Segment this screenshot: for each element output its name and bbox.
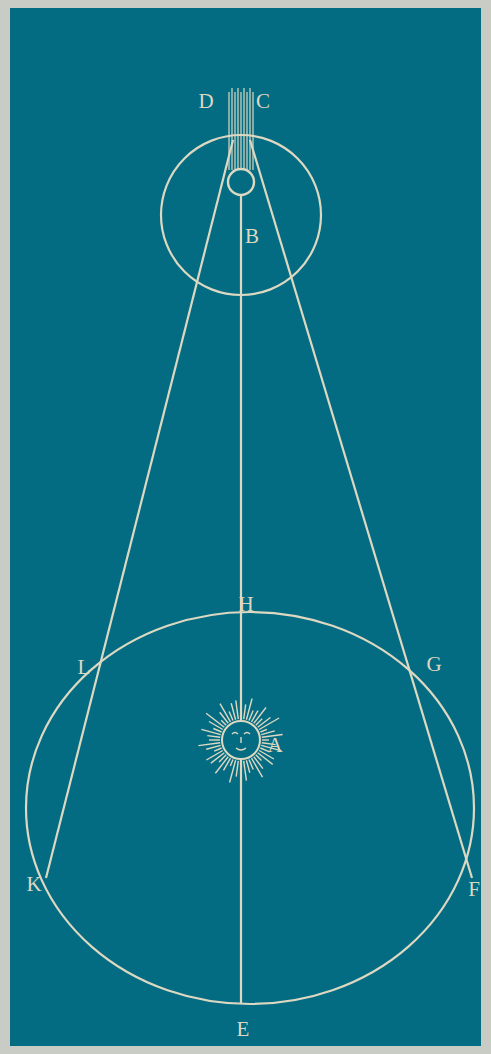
background-panel [10,8,481,1046]
point-letter: D [198,91,213,112]
point-letter: F [468,879,480,900]
point-letter: L [78,657,91,678]
point-letter: K [26,874,41,895]
point-letter: H [238,594,253,615]
point-letter: C [256,91,270,112]
point-letter: E [237,1019,250,1040]
point-letter: G [426,654,441,675]
point-letter: A [267,735,282,756]
point-letter: B [245,226,259,247]
